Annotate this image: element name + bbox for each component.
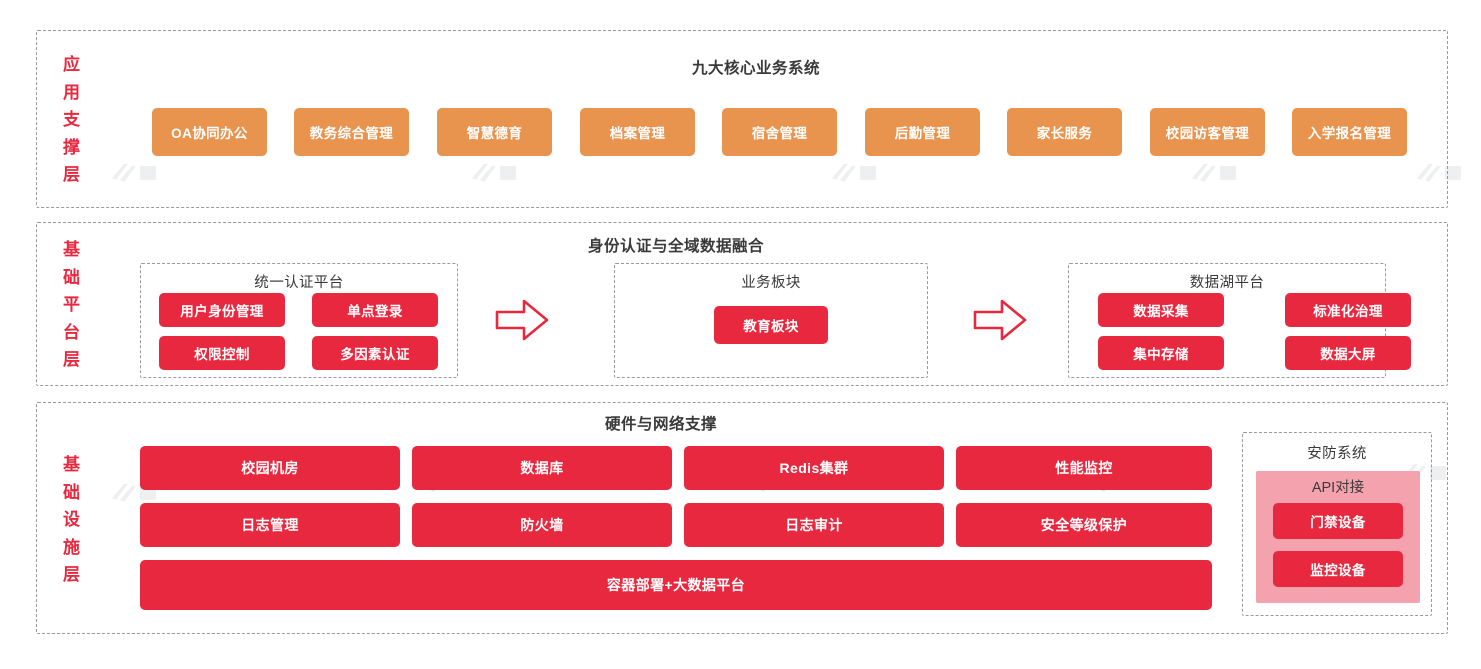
platform-box-education-segment[interactable]: 教育板块 [714,306,828,344]
application-layer-label: 应 用 支 撑 层 [37,37,107,203]
layer-label-char: 支 [63,110,81,130]
layer-label-char: 应 [63,55,81,75]
layer-label-char: 平 [63,295,81,315]
arrow-right-icon [495,299,549,341]
layer-label-char: 层 [63,165,81,185]
system-box-academic[interactable]: 教务综合管理 [294,108,409,156]
group-unified-auth-platform: 统一认证平台 [140,263,458,378]
infra-box-performance-monitor[interactable]: 性能监控 [956,446,1212,490]
layer-label-char: 层 [63,565,81,585]
platform-box-data-dashboard[interactable]: 数据大屏 [1285,336,1411,370]
layer-label-char: 础 [63,482,81,502]
group-title-unified-auth: 统一认证平台 [254,275,344,291]
layer-label-char: 台 [63,322,81,342]
platform-box-access-control[interactable]: 权限控制 [159,336,285,370]
infrastructure-layer-label: 基 础 设 施 层 [37,427,107,613]
layer-label-char: 基 [63,455,81,475]
system-box-enrollment[interactable]: 入学报名管理 [1292,108,1407,156]
layer-label-char: 设 [63,510,81,530]
infrastructure-layer-container: 基 础 设 施 层 [36,402,1448,634]
system-box-dormitory[interactable]: 宿舍管理 [722,108,837,156]
infra-box-redis-cluster[interactable]: Redis集群 [684,446,944,490]
platform-layer-label: 基 础 平 台 层 [37,227,107,383]
application-section-title: 九大核心业务系统 [691,60,820,77]
api-integration-block: API对接 门禁设备 监控设备 [1256,471,1420,603]
platform-section-title: 身份认证与全域数据融合 [587,238,764,255]
platform-layer-container: 基 础 平 台 层 [36,222,1448,386]
group-business-segment: 业务板块 [614,263,928,378]
platform-box-mfa[interactable]: 多因素认证 [312,336,438,370]
api-integration-label: API对接 [1311,480,1365,496]
infra-box-log-audit[interactable]: 日志审计 [684,503,944,547]
infrastructure-section-title: 硬件与网络支撑 [604,416,717,433]
group-security-system: 安防系统 API对接 门禁设备 监控设备 [1242,432,1432,616]
platform-box-data-collection[interactable]: 数据采集 [1098,293,1224,327]
layer-label-char: 用 [63,82,81,102]
group-title-security-system: 安防系统 [1307,446,1367,462]
application-layer-container: 应 用 支 撑 层 [36,30,1448,208]
system-box-oa[interactable]: OA协同办公 [152,108,267,156]
arrow-right-icon [973,299,1027,341]
infra-box-database[interactable]: 数据库 [412,446,672,490]
infra-box-security-grading[interactable]: 安全等级保护 [956,503,1212,547]
system-box-moral-education[interactable]: 智慧德育 [437,108,552,156]
system-box-logistics[interactable]: 后勤管理 [865,108,980,156]
infra-box-campus-datacenter[interactable]: 校园机房 [140,446,400,490]
platform-box-standardization[interactable]: 标准化治理 [1285,293,1411,327]
layer-label-char: 施 [63,537,81,557]
infra-box-log-management[interactable]: 日志管理 [140,503,400,547]
group-title-business-segment: 业务板块 [741,275,801,291]
platform-box-single-sign-on[interactable]: 单点登录 [312,293,438,327]
infra-box-container-bigdata-platform[interactable]: 容器部署+大数据平台 [140,560,1212,610]
layer-label-char: 撑 [63,137,81,157]
security-box-surveillance-device[interactable]: 监控设备 [1273,551,1403,587]
platform-box-identity-management[interactable]: 用户身份管理 [159,293,285,327]
system-box-archive[interactable]: 档案管理 [580,108,695,156]
group-title-data-lake: 数据湖平台 [1189,275,1265,291]
system-box-parent-service[interactable]: 家长服务 [1007,108,1122,156]
security-box-access-control-device[interactable]: 门禁设备 [1273,503,1403,539]
layer-label-char: 层 [63,350,81,370]
platform-box-central-storage[interactable]: 集中存储 [1098,336,1224,370]
layer-label-char: 基 [63,240,81,260]
infra-box-firewall[interactable]: 防火墙 [412,503,672,547]
layer-label-char: 础 [63,267,81,287]
system-box-visitor[interactable]: 校园访客管理 [1150,108,1265,156]
